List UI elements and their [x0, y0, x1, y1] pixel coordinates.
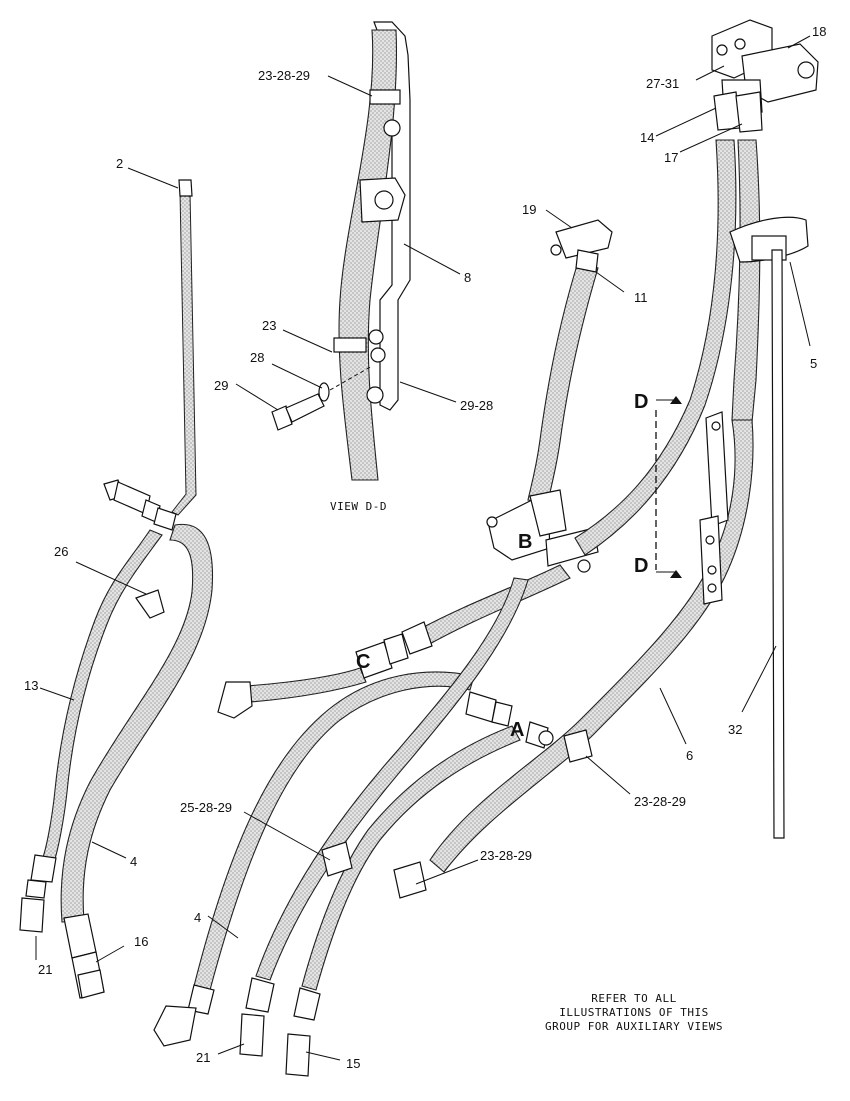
hose-13-ferrule: [30, 854, 57, 883]
clip-23-mid: [563, 729, 593, 763]
callout-labels: 2 23-28-29 8 23 28 29 29-28 19 11 26 13 …: [24, 24, 826, 1071]
tube-2: [171, 179, 197, 516]
callout-14: 14: [640, 130, 654, 145]
fitting-16-nut: [77, 969, 105, 999]
section-letter-d-top: D: [634, 391, 648, 413]
bolt-head: [370, 347, 386, 363]
bolt-29-shank: [285, 393, 325, 423]
coupler-a: [465, 691, 554, 749]
callout-13: 13: [24, 678, 38, 693]
view-dd-label: VIEW D-D: [330, 500, 387, 513]
mount-hole: [374, 190, 394, 210]
fitting-21-left-nut: [19, 897, 45, 933]
reference-note: REFER TO ALL ILLUSTRATIONS OF THIS GROUP…: [545, 992, 723, 1033]
section-line-dd: [655, 396, 682, 578]
callout-27-31: 27-31: [646, 76, 679, 91]
hose-4-lower: [153, 671, 475, 1047]
rod-32: [771, 249, 785, 839]
leader-lines: [35, 35, 811, 1061]
callout-28: 28: [250, 350, 264, 365]
fitting-21-left: [25, 879, 47, 899]
callout-17: 17: [664, 150, 678, 165]
hose-4-left: [60, 523, 214, 999]
view-letter-a: A: [510, 719, 524, 741]
washer-28: [318, 382, 330, 402]
clip-upper: [369, 89, 401, 105]
callout-16: 16: [134, 934, 148, 949]
fitting-c-ferrule: [401, 621, 433, 655]
tube-2-end: [178, 179, 193, 197]
callout-11: 11: [634, 290, 648, 305]
hose-11-ferrule: [575, 249, 599, 273]
clip-lower: [333, 337, 367, 353]
note-line-3: GROUP FOR AUXILIARY VIEWS: [545, 1020, 723, 1033]
elbow-left: [217, 681, 253, 719]
bolt-29: [271, 405, 293, 431]
callout-5: 5: [810, 356, 817, 371]
callout-26: 26: [54, 544, 68, 559]
fitting-c: [355, 641, 393, 679]
callout-15: 15: [346, 1056, 360, 1071]
view-letter-c: C: [356, 651, 370, 673]
callout-2: 2: [116, 156, 123, 171]
callout-18: 18: [812, 24, 826, 39]
callout-21-lower: 21: [196, 1050, 210, 1065]
elbow-lower-left: [153, 1005, 197, 1047]
view-dd-detail: [271, 21, 411, 481]
view-labels: VIEW D-D D D A B C: [330, 391, 648, 741]
hose-c: [217, 564, 571, 719]
bolt-head: [383, 119, 401, 137]
fitting-21-lower: [239, 1013, 265, 1057]
hose-15: [285, 725, 521, 1077]
fitting-15: [285, 1033, 311, 1077]
callout-23: 23: [262, 318, 276, 333]
note-line-1: REFER TO ALL: [591, 992, 676, 1005]
valve-manifold-18: [711, 19, 819, 133]
quick-coupler-left: [103, 479, 177, 531]
hose-11: [527, 219, 613, 504]
bolt-head: [366, 386, 384, 404]
view-letter-b: B: [518, 531, 532, 553]
tube-2-body: [171, 191, 197, 516]
callout-29: 29: [214, 378, 228, 393]
callout-4-lower: 4: [194, 910, 201, 925]
callout-29-28: 29-28: [460, 398, 493, 413]
callout-8: 8: [464, 270, 471, 285]
bracket-right: [699, 411, 729, 605]
tee-19-port: [550, 244, 562, 256]
callout-21-left: 21: [38, 962, 52, 977]
note-line-2: ILLUSTRATIONS OF THIS: [559, 1006, 709, 1019]
callout-23-28-29-top: 23-28-29: [258, 68, 310, 83]
tee-19: [555, 219, 613, 259]
fitting-c-nut: [383, 633, 409, 665]
callout-6: 6: [686, 748, 693, 763]
callout-4-left: 4: [130, 854, 137, 869]
block-b: [486, 489, 599, 573]
clip-25: [321, 841, 353, 877]
clip-26: [135, 589, 165, 619]
hose-13: [19, 529, 163, 933]
callout-23-28-29-low: 23-28-29: [480, 848, 532, 863]
callout-19: 19: [522, 202, 536, 217]
hose-4-ferrule: [63, 913, 97, 959]
hose-21-lower: [239, 577, 529, 1057]
callout-23-28-29-mid: 23-28-29: [634, 794, 686, 809]
section-letter-d-bottom: D: [634, 555, 648, 577]
bolt-head: [368, 329, 384, 345]
elbow-17: [735, 91, 763, 133]
clip-23-low: [393, 861, 427, 899]
callout-32: 32: [728, 722, 742, 737]
callout-25-28-29: 25-28-29: [180, 800, 232, 815]
